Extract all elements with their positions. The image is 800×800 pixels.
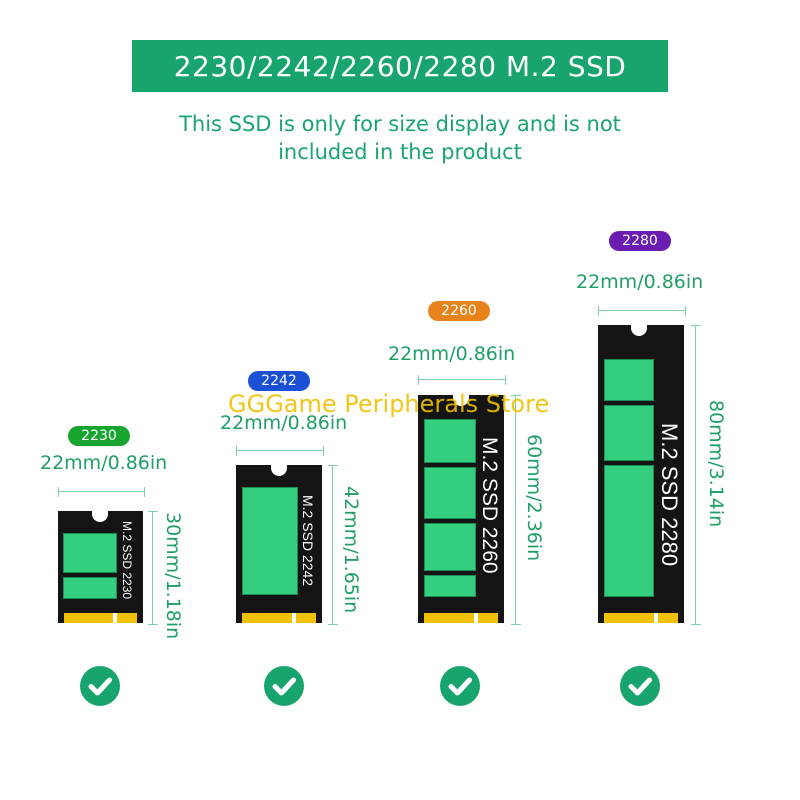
disclaimer: This SSD is only for size display and is… <box>100 110 700 166</box>
nand-chip <box>604 465 654 597</box>
card-label-2280: M.2 SSD 2280 <box>657 423 682 567</box>
gold-connector-pins <box>242 613 316 623</box>
check-circle-icon <box>440 666 480 706</box>
height-label-2230: 30mm/1.18in <box>162 512 184 640</box>
width-label-2230: 22mm/0.86in <box>40 452 168 474</box>
nand-chip <box>424 419 476 463</box>
nand-chip <box>63 533 117 573</box>
ssd-card-2280: M.2 SSD 2280 <box>598 324 684 623</box>
width-label-2280: 22mm/0.86in <box>576 271 704 293</box>
controller-chip <box>63 577 117 599</box>
ssd-card-2230: M.2 SSD 2230 <box>58 510 143 623</box>
width-dimension-line-2242 <box>236 446 324 456</box>
card-label-2260: M.2 SSD 2260 <box>478 437 501 574</box>
nand-chip <box>604 405 654 461</box>
disclaimer-line-2: included in the product <box>278 140 522 164</box>
height-label-2242: 42mm/1.65in <box>340 486 362 614</box>
height-dimension-line-2260 <box>511 395 521 625</box>
title-banner: 2230/2242/2260/2280 M.2 SSD <box>132 40 668 92</box>
width-label-2260: 22mm/0.86in <box>388 343 516 365</box>
key-notch <box>654 613 658 623</box>
width-label-2242: 22mm/0.86in <box>220 412 348 434</box>
size-tag-2230: 2230 <box>68 426 130 446</box>
disclaimer-line-1: This SSD is only for size display and is… <box>179 112 621 136</box>
width-dimension-line-2230 <box>58 487 145 497</box>
card-notch <box>271 464 287 476</box>
card-notch <box>92 510 108 522</box>
check-circle-icon <box>264 666 304 706</box>
gold-connector-pins <box>604 613 678 623</box>
ssd-card-2260: M.2 SSD 2260 <box>418 394 504 623</box>
ssd-card-2242: M.2 SSD 2242 <box>236 464 322 623</box>
key-notch <box>113 613 117 623</box>
banner-title: 2230/2242/2260/2280 M.2 SSD <box>173 49 627 83</box>
key-notch <box>292 613 296 623</box>
card-notch <box>453 394 469 406</box>
height-label-2280: 80mm/3.14in <box>705 400 727 528</box>
check-circle-icon <box>80 666 120 706</box>
card-label-2242: M.2 SSD 2242 <box>300 495 316 587</box>
height-dimension-line-2230 <box>148 511 158 625</box>
store-watermark: GGGame Peripherals Store <box>228 390 550 418</box>
nand-chip <box>242 487 298 595</box>
controller-chip <box>424 575 476 597</box>
nand-chip <box>604 359 654 401</box>
nand-chip <box>424 467 476 519</box>
width-dimension-line-2260 <box>418 375 506 385</box>
check-circle-icon <box>620 666 660 706</box>
height-dimension-line-2242 <box>328 465 338 625</box>
size-tag-2260: 2260 <box>428 301 490 321</box>
size-tag-2242: 2242 <box>248 371 310 391</box>
size-tag-2280: 2280 <box>609 231 671 251</box>
width-dimension-line-2280 <box>598 306 686 316</box>
nand-chip <box>424 523 476 571</box>
key-notch <box>474 613 478 623</box>
height-dimension-line-2280 <box>691 325 701 625</box>
height-label-2260: 60mm/2.36in <box>523 434 545 562</box>
card-label-2230: M.2 SSD 2230 <box>120 521 134 600</box>
gold-connector-pins <box>424 613 498 623</box>
gold-connector-pins <box>64 613 137 623</box>
card-notch <box>631 324 647 336</box>
